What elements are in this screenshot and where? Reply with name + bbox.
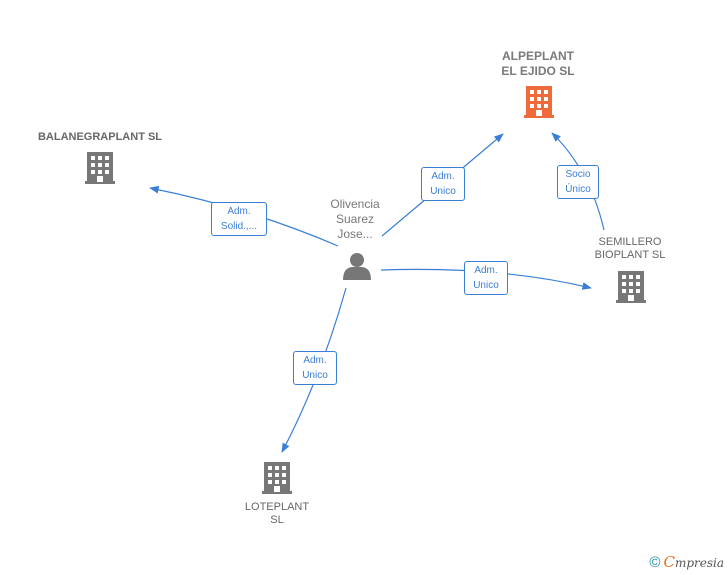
node-label-balanegraplant[interactable]: BALANEGRAPLANT SL (30, 131, 170, 144)
edge-label-to-semillero[interactable]: Adm. Unico (464, 261, 508, 295)
building-icon[interactable] (262, 462, 292, 494)
node-label-line: Olivencia (330, 197, 380, 211)
brand-logo: Cmpresia (663, 553, 724, 571)
edge-label-line: Unico (430, 186, 456, 197)
edge-label-line: Adm. (431, 171, 455, 182)
edge-label-line: Único (565, 184, 591, 195)
brand-logo-rest: mpresia (674, 556, 724, 570)
person-icon[interactable] (343, 253, 371, 280)
brand-logo-first: C (663, 553, 675, 571)
node-label-line: Suarez (335, 212, 375, 226)
node-label-line: Jose... (337, 227, 373, 241)
edge-label-line: Adm. (474, 265, 498, 276)
footer-brand[interactable]: © Cmpresia (649, 553, 724, 571)
node-label-line: LOTEPLANT (244, 501, 310, 513)
edge-label-semillero-to-alpeplant[interactable]: Socio Único (557, 165, 599, 199)
node-label-line: SL (270, 514, 284, 526)
node-label-line: SEMILLERO (598, 236, 662, 248)
node-label-line: ALPEPLANT (502, 49, 574, 63)
edge-label-to-alpeplant[interactable]: Adm. Unico (421, 167, 465, 201)
edge-label-line: Unico (473, 280, 499, 291)
node-label-line: BALANEGRAPLANT SL (37, 131, 163, 143)
building-icon[interactable] (524, 86, 554, 118)
node-label-loteplant[interactable]: LOTEPLANT SL (227, 501, 327, 527)
edge-label-line: Solid.,... (220, 221, 258, 232)
edge-label-line: Socio (565, 169, 591, 180)
edge-label-to-loteplant[interactable]: Adm. Unico (293, 351, 337, 385)
copyright-icon: © (649, 553, 661, 571)
edge-label-line: Adm. (227, 206, 251, 217)
edge-label-to-balanegraplant[interactable]: Adm. Solid.,... (211, 202, 267, 236)
node-label-line: BIOPLANT SL (594, 249, 666, 261)
building-icon[interactable] (616, 271, 646, 303)
building-icon[interactable] (85, 152, 115, 184)
node-label-line: EL EJIDO SL (501, 64, 575, 78)
node-label-alpeplant[interactable]: ALPEPLANT EL EJIDO SL (488, 49, 588, 79)
edge-label-line: Adm. (303, 355, 327, 366)
node-label-semillero[interactable]: SEMILLERO BIOPLANT SL (580, 236, 680, 262)
node-label-person[interactable]: Olivencia Suarez Jose... (305, 197, 405, 242)
edge-label-line: Unico (302, 370, 328, 381)
